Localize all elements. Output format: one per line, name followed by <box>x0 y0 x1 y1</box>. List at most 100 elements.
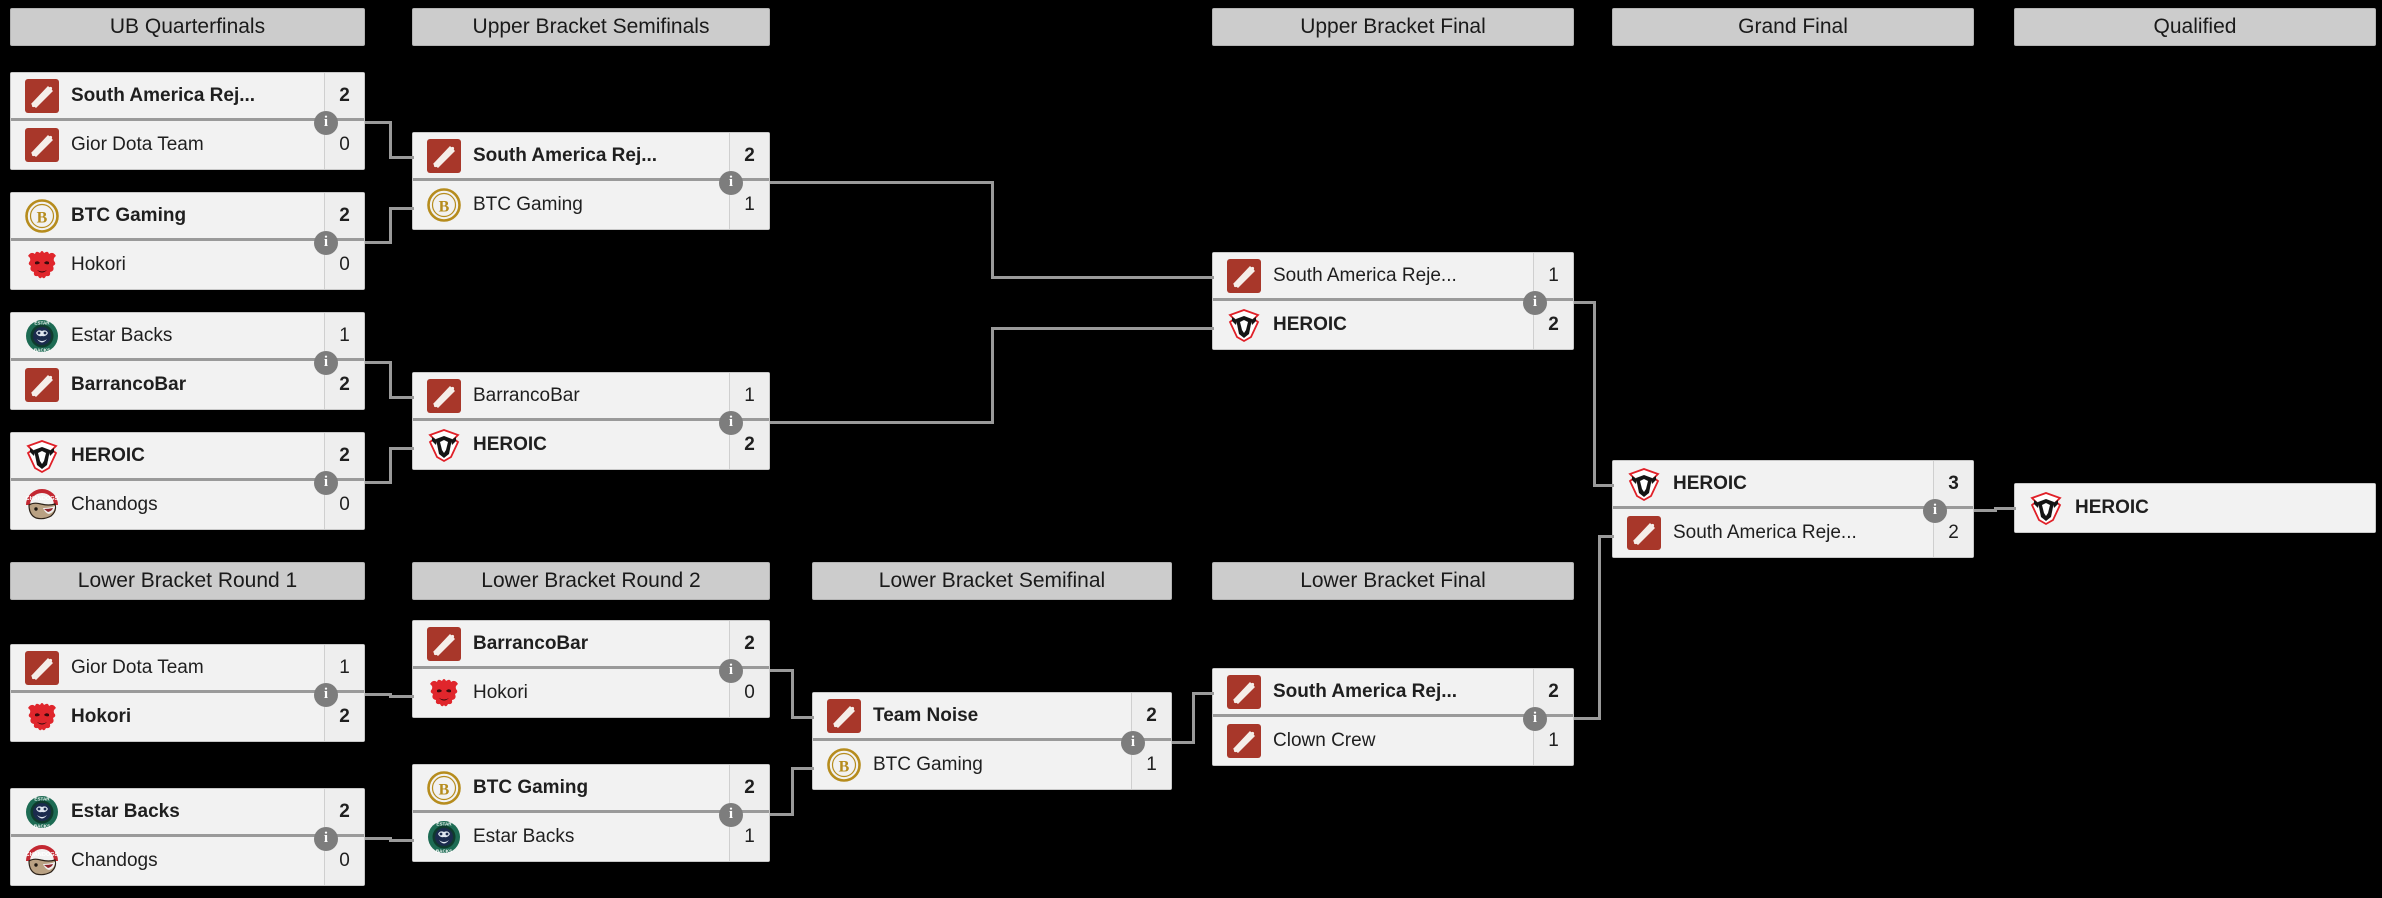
match-info-icon[interactable]: i <box>314 110 338 135</box>
hokori-logo <box>19 241 65 289</box>
team-name: HEROIC <box>1673 472 1747 494</box>
team-name: Team Noise <box>873 704 979 726</box>
bracket-connector <box>791 767 794 816</box>
team-name: Clown Crew <box>1273 730 1376 751</box>
round-header-upper-bracket-semifinals: Upper Bracket Semifinals <box>412 8 770 46</box>
match-info-icon[interactable]: i <box>314 350 338 375</box>
team-score: 1 <box>324 645 364 690</box>
round-header-lower-bracket-round-1: Lower Bracket Round 1 <box>10 562 365 600</box>
team-name: Estar Backs <box>71 324 173 346</box>
match-info-icon[interactable]: i <box>1923 498 1947 523</box>
match-info-icon[interactable]: i <box>314 470 338 495</box>
team-score: 1 <box>324 313 364 358</box>
team-row[interactable]: South America Rej... 2 <box>1213 669 1573 717</box>
match-info-icon[interactable]: i <box>1523 290 1547 315</box>
team-row[interactable]: South America Reje...1 <box>1213 253 1573 301</box>
svg-text:B: B <box>439 199 450 216</box>
bracket-connector <box>991 276 1214 279</box>
team-name: South America Rej... <box>71 84 256 106</box>
team-score: 2 <box>324 193 364 238</box>
team-name: BTC Gaming <box>873 754 983 775</box>
team-row[interactable]: HEROIC <box>2015 484 2375 532</box>
chandogs-logo: CHANDOGS <box>19 837 65 885</box>
team-row[interactable]: HEROIC 3 <box>1613 461 1973 509</box>
team-row[interactable]: South America Rej...2 <box>413 133 769 181</box>
team-name: Gior Dota Team <box>71 134 204 155</box>
bracket-connector <box>991 181 994 279</box>
dota-logo <box>1221 252 1267 300</box>
bracket-connector <box>365 241 392 244</box>
chandogs-logo: CHANDOGS <box>19 481 65 529</box>
team-name: Chandogs <box>71 494 158 515</box>
estar-backs-logo: ESTAR BACKS <box>421 813 467 861</box>
team-row[interactable]: Team Noise 2 <box>813 693 1171 741</box>
match-info-icon[interactable]: i <box>719 802 743 827</box>
bracket-connector <box>365 361 392 364</box>
team-name: BarrancoBar <box>71 374 187 395</box>
team-score: 2 <box>1533 669 1573 714</box>
dota-logo <box>1221 668 1267 716</box>
team-score: 2 <box>1131 693 1171 738</box>
svg-text:BACKS: BACKS <box>34 823 50 828</box>
team-score: 2 <box>729 133 769 178</box>
match-info-icon[interactable]: i <box>314 230 338 255</box>
match-info-icon[interactable]: i <box>314 682 338 707</box>
match-info-icon[interactable]: i <box>314 826 338 851</box>
hokori-logo <box>19 693 65 741</box>
svg-text:B: B <box>439 781 450 798</box>
svg-text:ESTAR: ESTAR <box>34 320 50 325</box>
team-name: South America Rej... <box>1273 680 1458 702</box>
bracket-connector <box>770 181 994 184</box>
team-name: Hokori <box>71 706 132 727</box>
match-info-icon[interactable]: i <box>719 170 743 195</box>
match-info-icon[interactable]: i <box>1121 730 1145 755</box>
match-qualified-1[interactable]: HEROIC <box>2014 483 2376 533</box>
team-row[interactable]: South America Reje...2 <box>1613 509 1973 557</box>
btc-gaming-logo: B <box>421 181 467 229</box>
match-info-icon[interactable]: i <box>1523 706 1547 731</box>
team-score: 3 <box>1933 461 1973 506</box>
svg-text:BACKS: BACKS <box>34 347 50 352</box>
dota-logo <box>19 72 65 120</box>
team-row[interactable]: ESTAR BACKS Estar Backs 1 <box>11 313 364 361</box>
match-info-icon[interactable]: i <box>719 658 743 683</box>
team-score: 0 <box>324 241 364 289</box>
team-row[interactable]: South America Rej...2 <box>11 73 364 121</box>
bracket-connector <box>365 121 392 124</box>
match-info-icon[interactable]: i <box>719 410 743 435</box>
